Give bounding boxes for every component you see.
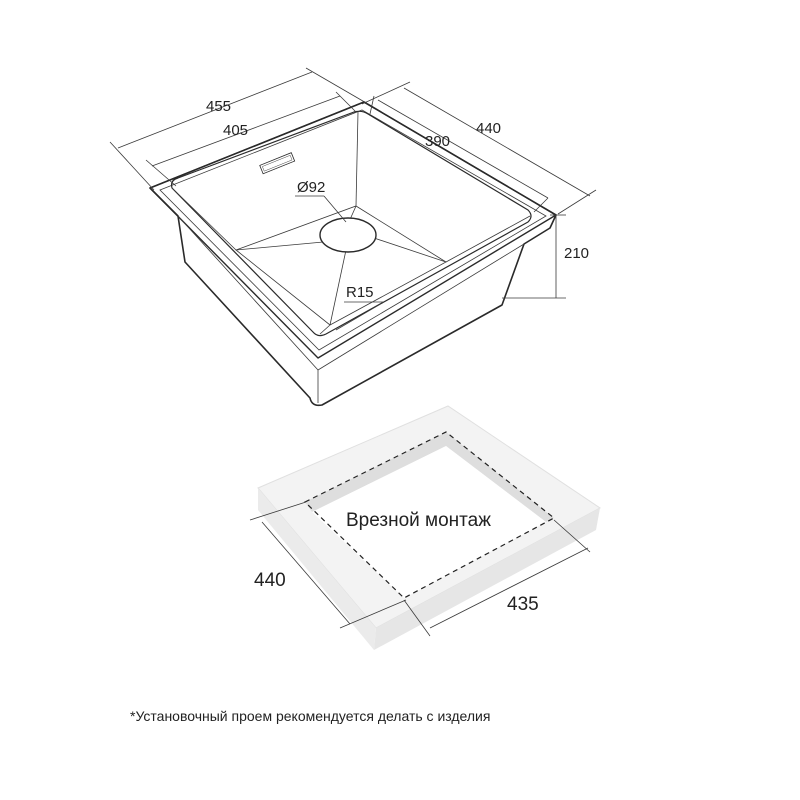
dim-drain-diameter: Ø92	[297, 179, 325, 196]
dim-corner-radius: R15	[346, 284, 374, 301]
drain-hole	[319, 217, 377, 253]
bowl-corner-back	[355, 111, 359, 207]
drain-line-3	[367, 235, 447, 263]
sink-flange-inner	[159, 109, 547, 351]
cutout-label: Врезной монтаж	[346, 510, 491, 531]
bowl-corner-left	[171, 187, 237, 251]
cutout-opening	[312, 446, 546, 598]
dim-cutout-width: 435	[507, 594, 539, 615]
brand-logo	[259, 152, 296, 175]
dimension-lines-sink	[109, 67, 597, 331]
dimension-lines-cutout	[249, 501, 591, 637]
dim-height: 210	[564, 245, 589, 262]
dim-inner-depth: 390	[425, 133, 450, 150]
dimension-labels-sink: 455 405 440 390 210 Ø92 R15	[206, 98, 589, 301]
cutout-shadow	[305, 432, 554, 522]
drain-line-4	[329, 249, 347, 326]
sink-wall-front-top	[317, 243, 525, 371]
sink-wall-left-top	[177, 215, 319, 371]
sink-outer-body	[149, 101, 557, 407]
dim-inner-width: 405	[223, 122, 248, 139]
countertop-edge-right	[374, 508, 600, 650]
sink	[149, 101, 557, 407]
dim-outer-depth: 440	[476, 120, 501, 137]
countertop-edge-left	[258, 488, 376, 650]
bowl-corner-right	[445, 215, 531, 263]
sink-bowl-rim	[171, 110, 532, 337]
footnote: *Установочный проем рекомендуется делать…	[130, 708, 490, 724]
countertop	[257, 405, 601, 650]
dim-outer-width: 455	[206, 98, 231, 115]
dimension-labels-cutout: Врезной монтаж 440 435	[254, 510, 539, 615]
dim-cutout-depth: 440	[254, 570, 286, 591]
bowl-corner-front	[319, 324, 331, 335]
